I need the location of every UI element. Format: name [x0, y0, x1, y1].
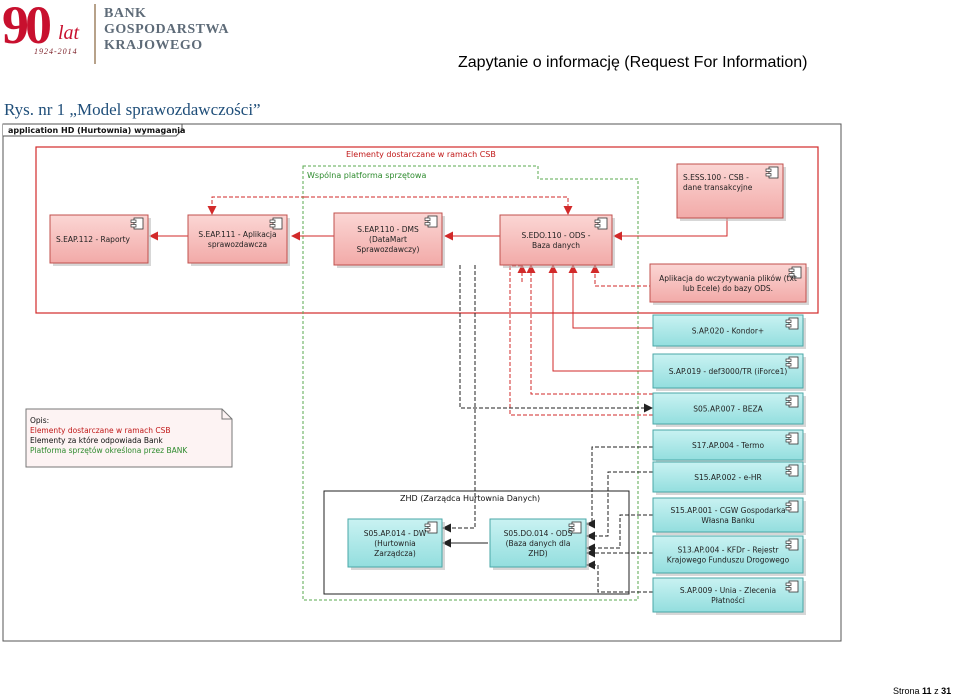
csb-group: Elementy dostarczane w ramach CSB [35, 146, 819, 314]
uml-component-icon [788, 266, 802, 279]
uml-component-icon [785, 317, 799, 330]
component-label: Aplikacja do wczytywania plików (txt [659, 274, 797, 283]
uml-component-icon [424, 215, 438, 228]
uml-component-icon [594, 217, 608, 230]
component-label: Krajowego Funduszu Drogowego [667, 556, 790, 565]
component-label: S05.AP.014 - DW [364, 529, 427, 538]
component-label: sprawozdawcza [208, 240, 267, 249]
component-label: dane transakcyjne [683, 183, 753, 192]
document-title: Zapytanie o informację (Request For Info… [458, 54, 808, 71]
component-label: (Baza danych dla [506, 539, 571, 548]
component-label: S17.AP.004 - Termo [692, 441, 765, 450]
component-label: S.ESS.100 - CSB - [683, 173, 749, 182]
uml-component-icon [785, 538, 799, 551]
uml-component-icon [785, 432, 799, 445]
page-footer: Strona 11 z 31 [893, 686, 951, 696]
uml-component-icon [269, 217, 283, 230]
component-label: S05.DO.014 - ODS [504, 529, 573, 538]
component-label: Baza danych [532, 241, 580, 250]
zhd-group: ZHD (Zarządca Hurtownia Danych) [323, 490, 630, 595]
component-termo[interactable]: S17.AP.004 - Termo [652, 429, 806, 463]
frame-title: application HD (Hurtownia) wymagania [8, 126, 185, 135]
logo-line-3: KRAJOWEGO [104, 38, 203, 53]
platform-group-title: Wspólna platforma sprzętowa [307, 170, 426, 180]
platform-group: Wspólna platforma sprzętowa [302, 165, 639, 601]
component-label: (Hurtownia [374, 539, 416, 548]
component-reports[interactable]: S.EAP.112 - Raporty [49, 214, 151, 266]
uml-component-icon [424, 521, 438, 534]
footer-prefix: Strona [893, 686, 920, 696]
component-label: S05.AP.007 - BEZA [693, 405, 763, 414]
bgk-logo: 90 lat 1924-2014 BANK GOSPODARSTWA KRAJO… [0, 0, 240, 68]
footer-sep: z [934, 686, 939, 696]
component-label: Własna Banku [701, 516, 754, 525]
uml-component-icon [785, 464, 799, 477]
component-label: S.AP.009 - Unia - Zlecenia [680, 586, 776, 595]
footer-page: 11 [922, 686, 932, 696]
csb-group-title: Elementy dostarczane w ramach CSB [346, 150, 496, 159]
logo-line-1: BANK [104, 6, 147, 21]
logo-line-2: GOSPODARSTWA [104, 22, 230, 37]
uml-component-icon [765, 166, 779, 179]
uml-component-icon [568, 521, 582, 534]
component-label: Płatności [711, 596, 745, 605]
component-label: lub Ecele) do bazy ODS. [683, 284, 773, 293]
legend-note: Opis: Elementy dostarczane w ramach CSB … [25, 408, 233, 468]
uml-component-icon [785, 500, 799, 513]
logo-anniversary-number: 90 [2, 0, 52, 55]
uml-component-icon [785, 395, 799, 408]
component-label: S.AP.019 - def3000/TR (iForce1) [669, 367, 788, 376]
legend-platform: Platforma sprzętów określona przez BANK [30, 446, 188, 455]
component-label: S.EDO.110 - ODS - [522, 231, 591, 240]
uml-component-icon [785, 356, 799, 369]
logo-divider [94, 4, 96, 64]
component-label: S.AP.020 - Kondor+ [692, 327, 764, 336]
component-kondor[interactable]: S.AP.020 - Kondor+ [652, 314, 806, 349]
component-def3000[interactable]: S.AP.019 - def3000/TR (iForce1) [652, 353, 806, 391]
component-label: ZHD) [528, 549, 548, 558]
component-label: S13.AP.004 - KFDr - Rejestr [677, 546, 779, 555]
component-label: Zarządcza) [374, 549, 416, 558]
uml-component-icon [785, 580, 799, 593]
uml-component-icon [130, 217, 144, 230]
zhd-group-title: ZHD (Zarządca Hurtownia Danych) [400, 494, 540, 503]
logo-years: 1924-2014 [34, 47, 78, 56]
component-ods[interactable]: S.EDO.110 - ODS -Baza danych [499, 214, 615, 268]
legend-csb: Elementy dostarczane w ramach CSB [30, 426, 171, 435]
component-label: S15.AP.001 - CGW Gospodarka [670, 506, 785, 515]
component-label: S.EAP.110 - DMS [357, 225, 419, 234]
component-label: S.EAP.112 - Raporty [56, 235, 131, 244]
logo-anniversary-word: lat [58, 22, 80, 44]
legend-bank: Elementy za które odpowiada Bank [30, 436, 163, 445]
component-file-loader[interactable]: Aplikacja do wczytywania plików (txtlub … [649, 263, 809, 305]
component-transactional[interactable]: S.ESS.100 - CSB -dane transakcyjne [676, 163, 786, 221]
component-label: S15.AP.002 - e-HR [694, 473, 762, 482]
footer-total: 31 [941, 686, 952, 696]
component-beza[interactable]: S05.AP.007 - BEZA [652, 392, 806, 427]
figure-caption: Rys. nr 1 „Model sprawozdawczości” [4, 100, 261, 119]
legend-title: Opis: [30, 416, 49, 425]
component-label: S.EAP.111 - Aplikacja [198, 230, 276, 239]
component-label: (DataMart [369, 235, 407, 244]
component-ehr[interactable]: S15.AP.002 - e-HR [652, 461, 806, 495]
component-label: Sprawozdawczy) [357, 245, 420, 254]
